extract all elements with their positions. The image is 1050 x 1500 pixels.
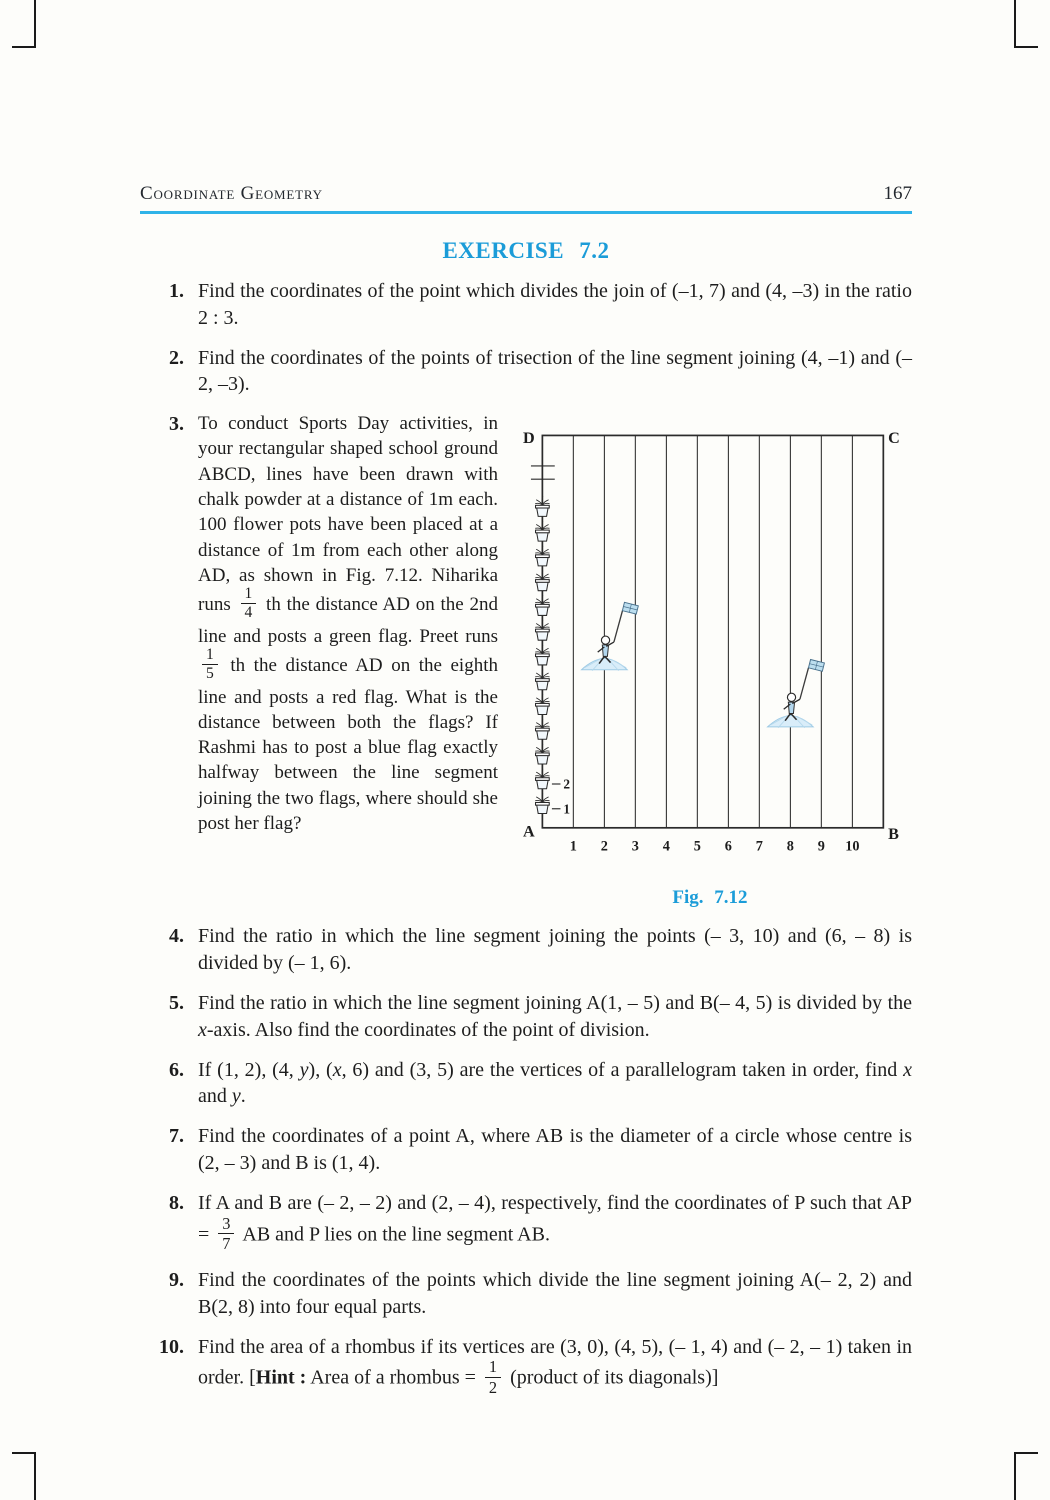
- flower-pot-icon: [534, 669, 551, 691]
- figure-7-12: 2 1: [510, 413, 910, 910]
- flower-pot-icon: [534, 619, 551, 641]
- flower-pot-icon: [534, 496, 551, 518]
- problem-6: 6. If (1, 2), (4, y), (x, 6) and (3, 5) …: [140, 1057, 912, 1111]
- crop-mark-bottom-left: [12, 1452, 36, 1500]
- line-number-4: 4: [663, 839, 670, 855]
- problem-text: Find the ratio in which the line segment…: [198, 925, 912, 975]
- problem-text: Find the coordinates of the points which…: [198, 1269, 912, 1318]
- flower-pot-icon: [534, 718, 551, 740]
- crop-mark-bottom-right: [1014, 1452, 1038, 1500]
- header-rule: [140, 211, 912, 214]
- line-number-2: 2: [601, 839, 608, 855]
- flower-pot-icon: [534, 793, 551, 815]
- exercise-title: EXERCISE 7.2: [442, 238, 610, 263]
- problem-number: 10.: [159, 1335, 184, 1358]
- flower-pot-icon: [534, 644, 551, 666]
- problem-text: If A and B are (– 2, – 2) and (2, – 4), …: [198, 1191, 912, 1253]
- problem-number: 7.: [169, 1125, 184, 1148]
- line-number-6: 6: [725, 839, 732, 855]
- corner-label-d: D: [523, 429, 535, 447]
- line-number-3: 3: [632, 839, 639, 855]
- runner-niharika: [580, 601, 639, 672]
- flower-pot-icon: [534, 694, 551, 716]
- flower-pot-icon: [534, 570, 551, 592]
- flower-pot-icon: [534, 545, 551, 567]
- line-numbers: 1 2 3 4 5 6 7 8 9 10: [570, 839, 860, 855]
- page-header: Coordinate Geometry 167: [140, 183, 912, 205]
- chalk-lines: [572, 435, 853, 828]
- problem-text: Find the coordinates of a point A, where…: [198, 1125, 912, 1175]
- line-number-9: 9: [818, 839, 825, 855]
- pot-count-marks: 2 1: [551, 777, 570, 817]
- problem-10: 10. Find the area of a rhombus if its ve…: [140, 1334, 912, 1398]
- line-number-7: 7: [756, 839, 763, 855]
- problem-number: 5.: [169, 992, 184, 1015]
- problem-number: 4.: [169, 925, 184, 948]
- problem-8: 8. If A and B are (– 2, – 2) and (2, – 4…: [140, 1190, 912, 1254]
- green-flag-icon: [621, 601, 639, 615]
- figure-7-12-drawing: 2 1: [523, 429, 900, 855]
- problem-text: Find the coordinates of the point which …: [198, 280, 912, 329]
- flower-pot-icon: [534, 743, 551, 765]
- problem-text: If (1, 2), (4, y), (x, 6) and (3, 5) are…: [198, 1058, 912, 1108]
- runner-preet: [766, 659, 825, 729]
- problem-1: 1. Find the coordinates of the point whi…: [140, 278, 912, 332]
- problem-5: 5. Find the ratio in which the line segm…: [140, 990, 912, 1044]
- problem-number: 6.: [169, 1058, 184, 1081]
- crop-mark-top-right: [1014, 0, 1038, 48]
- page-number: 167: [883, 183, 913, 204]
- line-number-1: 1: [570, 839, 577, 855]
- crop-mark-top-left: [12, 0, 36, 48]
- problem-list: 1. Find the coordinates of the point whi…: [140, 278, 912, 1398]
- page-content: Coordinate Geometry 167 EXERCISE 7.2 1. …: [140, 183, 912, 1411]
- problem-7: 7. Find the coordinates of a point A, wh…: [140, 1123, 912, 1177]
- problem-2: 2. Find the coordinates of the points of…: [140, 345, 912, 399]
- problem-9: 9. Find the coordinates of the points wh…: [140, 1267, 912, 1321]
- problem-number: 9.: [169, 1269, 184, 1292]
- line-number-5: 5: [694, 839, 701, 855]
- chapter-title: Coordinate Geometry: [140, 183, 323, 204]
- school-ground-rectangle: [541, 434, 885, 829]
- problem-3: 3. To conduct Sports Day activities, in …: [140, 411, 912, 910]
- flower-pot-icon: [534, 768, 551, 790]
- problem-number: 3.: [169, 413, 184, 436]
- corner-label-c: C: [888, 429, 900, 447]
- problem-text: Find the coordinates of the points of tr…: [198, 346, 912, 396]
- corner-label-b: B: [888, 825, 899, 843]
- line-number-8: 8: [787, 839, 794, 855]
- flower-pot-icon: [534, 520, 551, 542]
- red-flag-icon: [807, 659, 825, 673]
- pot-count-label-1: 1: [563, 802, 570, 817]
- ad-scale-break-ticks: [530, 465, 555, 480]
- problem-text: Find the ratio in which the line segment…: [198, 992, 912, 1041]
- corner-label-a: A: [523, 823, 535, 841]
- pot-count-label-2: 2: [563, 777, 570, 792]
- line-number-10: 10: [845, 839, 859, 855]
- flower-pot-icon: [534, 595, 551, 617]
- problem-number: 8.: [169, 1191, 184, 1214]
- figure-caption: Fig. 7.12: [672, 886, 748, 908]
- problem-text: To conduct Sports Day activities, in you…: [198, 413, 498, 835]
- problem-number: 2.: [169, 346, 184, 369]
- problem-4: 4. Find the ratio in which the line segm…: [140, 923, 912, 977]
- problem-text: Find the area of a rhombus if its vertic…: [198, 1335, 912, 1397]
- problem-number: 1.: [169, 280, 184, 302]
